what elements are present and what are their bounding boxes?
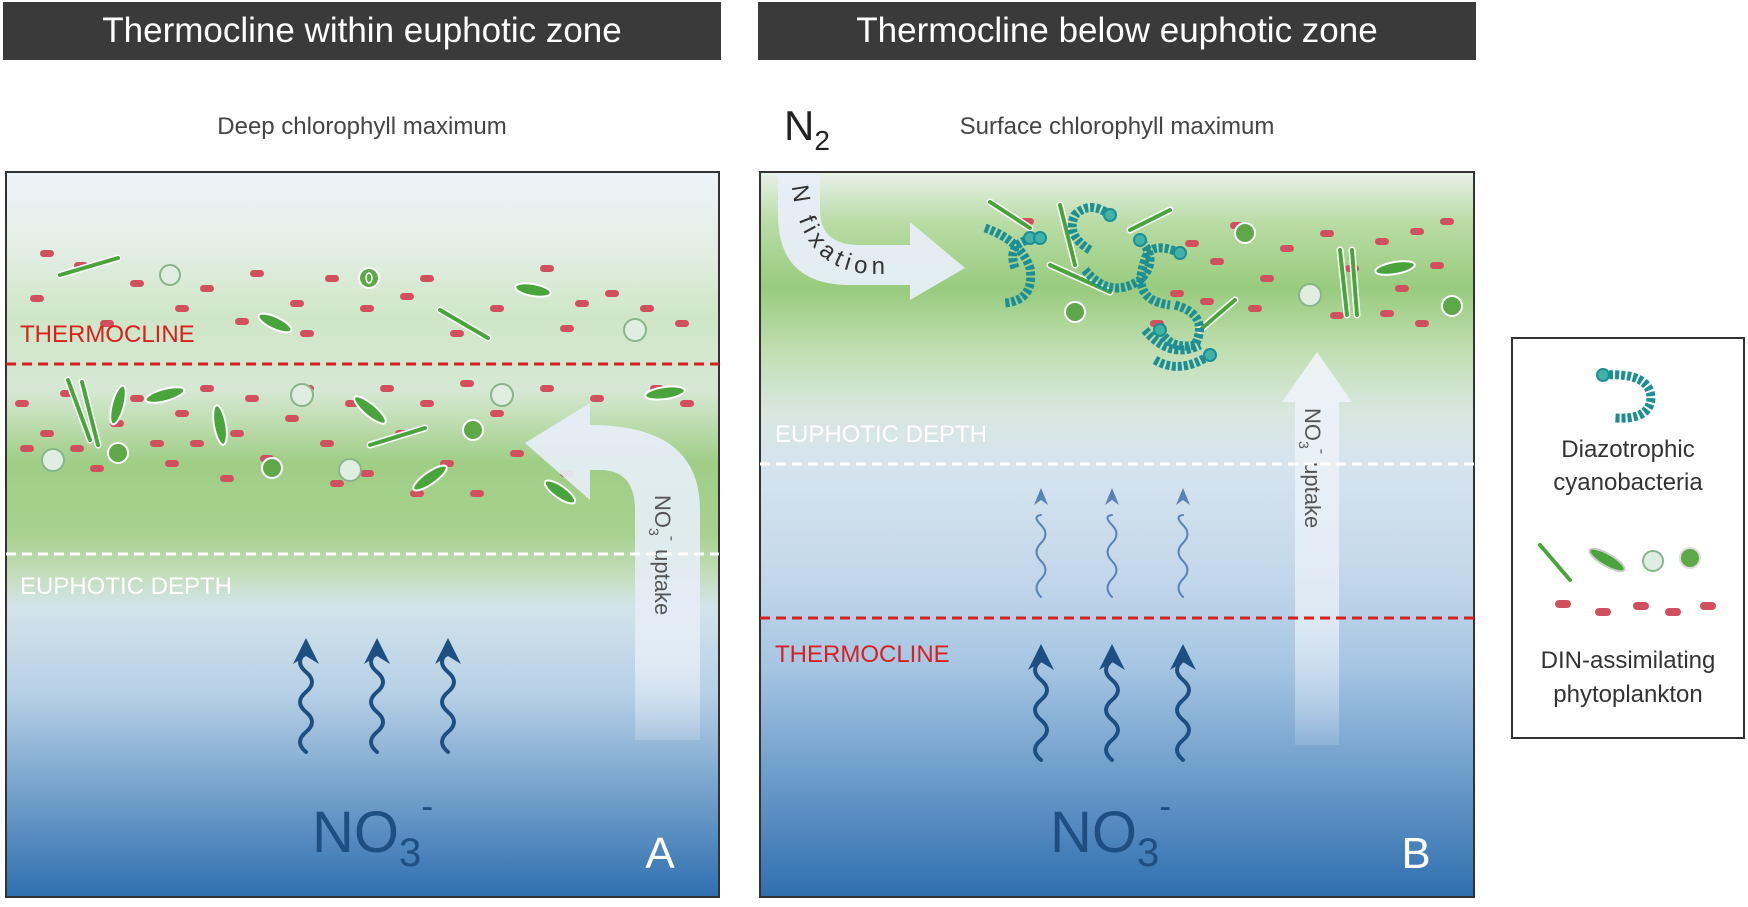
panel-a-header: Thermocline within euphotic zone (102, 11, 621, 50)
panel-a-dcm-diatoms (41, 376, 686, 505)
panel-b-header-bar (758, 2, 1476, 60)
panel-b-uptake-arrow (1282, 352, 1352, 745)
legend-heterocyst-icon (1596, 368, 1610, 382)
panel-b-nitrate-label: NO3- (1050, 785, 1171, 875)
legend-diazotroph-line2: cyanobacteria (1553, 469, 1703, 496)
panel-a-euphotic-label: EUPHOTIC DEPTH (20, 573, 232, 600)
legend-phytoplankton-icons (1536, 541, 1701, 584)
legend: Diazotrophic cyanobacteria DIN-assimilat… (1511, 337, 1745, 739)
panel-a-dcm-cells (15, 380, 694, 497)
panel-a-upper-cells (30, 250, 689, 337)
panel-a: Thermocline within euphotic zone Deep ch… (3, 2, 721, 898)
svg-text:NO3-uptake: NO3-uptake (646, 495, 680, 615)
legend-din-line1: DIN-assimilating (1541, 647, 1716, 674)
panel-b-small-arrows (1035, 514, 1189, 598)
panel-a-upwelling-arrowheads (293, 638, 461, 664)
svg-text:NO3-uptake: NO3-uptake (1296, 408, 1330, 528)
panel-b-subtitle: Surface chlorophyll maximum (960, 113, 1275, 140)
panel-b-fixation-arrow (778, 174, 965, 300)
panel-b-uptake-text: NO3-uptake (1296, 408, 1330, 528)
panel-a-upper-diatoms (56, 254, 647, 342)
panel-b-header: Thermocline below euphotic zone (856, 11, 1377, 50)
panel-a-uptake-arrow (525, 403, 700, 740)
legend-red-cells-icons (1555, 600, 1716, 616)
panel-b-small-arrowheads (1034, 488, 1190, 505)
panel-b-euphotic-label: EUPHOTIC DEPTH (775, 421, 987, 448)
panel-b-letter: B (1401, 829, 1430, 878)
legend-din-line2: phytoplankton (1553, 681, 1702, 708)
panel-b-thermocline-label: THERMOCLINE (775, 641, 950, 668)
panel-a-water (5, 171, 720, 898)
panel-a-uptake-text: NO3-uptake (646, 495, 680, 615)
panel-b-n2-label: N2 (784, 102, 830, 156)
panel-a-upwelling-arrows (298, 650, 456, 754)
legend-diazotroph-line1: Diazotrophic (1561, 436, 1694, 463)
panel-b: Thermocline below euphotic zone N2 Surfa… (758, 2, 1476, 898)
panel-a-nitrate-label: NO3- (312, 785, 433, 875)
panel-b-upwelling-arrows (1033, 658, 1191, 762)
panel-a-header-bar (3, 2, 721, 60)
panel-a-letter: A (645, 829, 675, 878)
panel-a-thermocline-label: THERMOCLINE (20, 321, 195, 348)
panel-b-upwelling-arrowheads (1028, 644, 1196, 670)
legend-box (1511, 337, 1745, 739)
panel-a-subtitle: Deep chlorophyll maximum (217, 113, 506, 140)
panel-b-cyanobacteria-heterocysts (1023, 208, 1217, 362)
panel-b-surface-diatoms (986, 198, 1463, 334)
